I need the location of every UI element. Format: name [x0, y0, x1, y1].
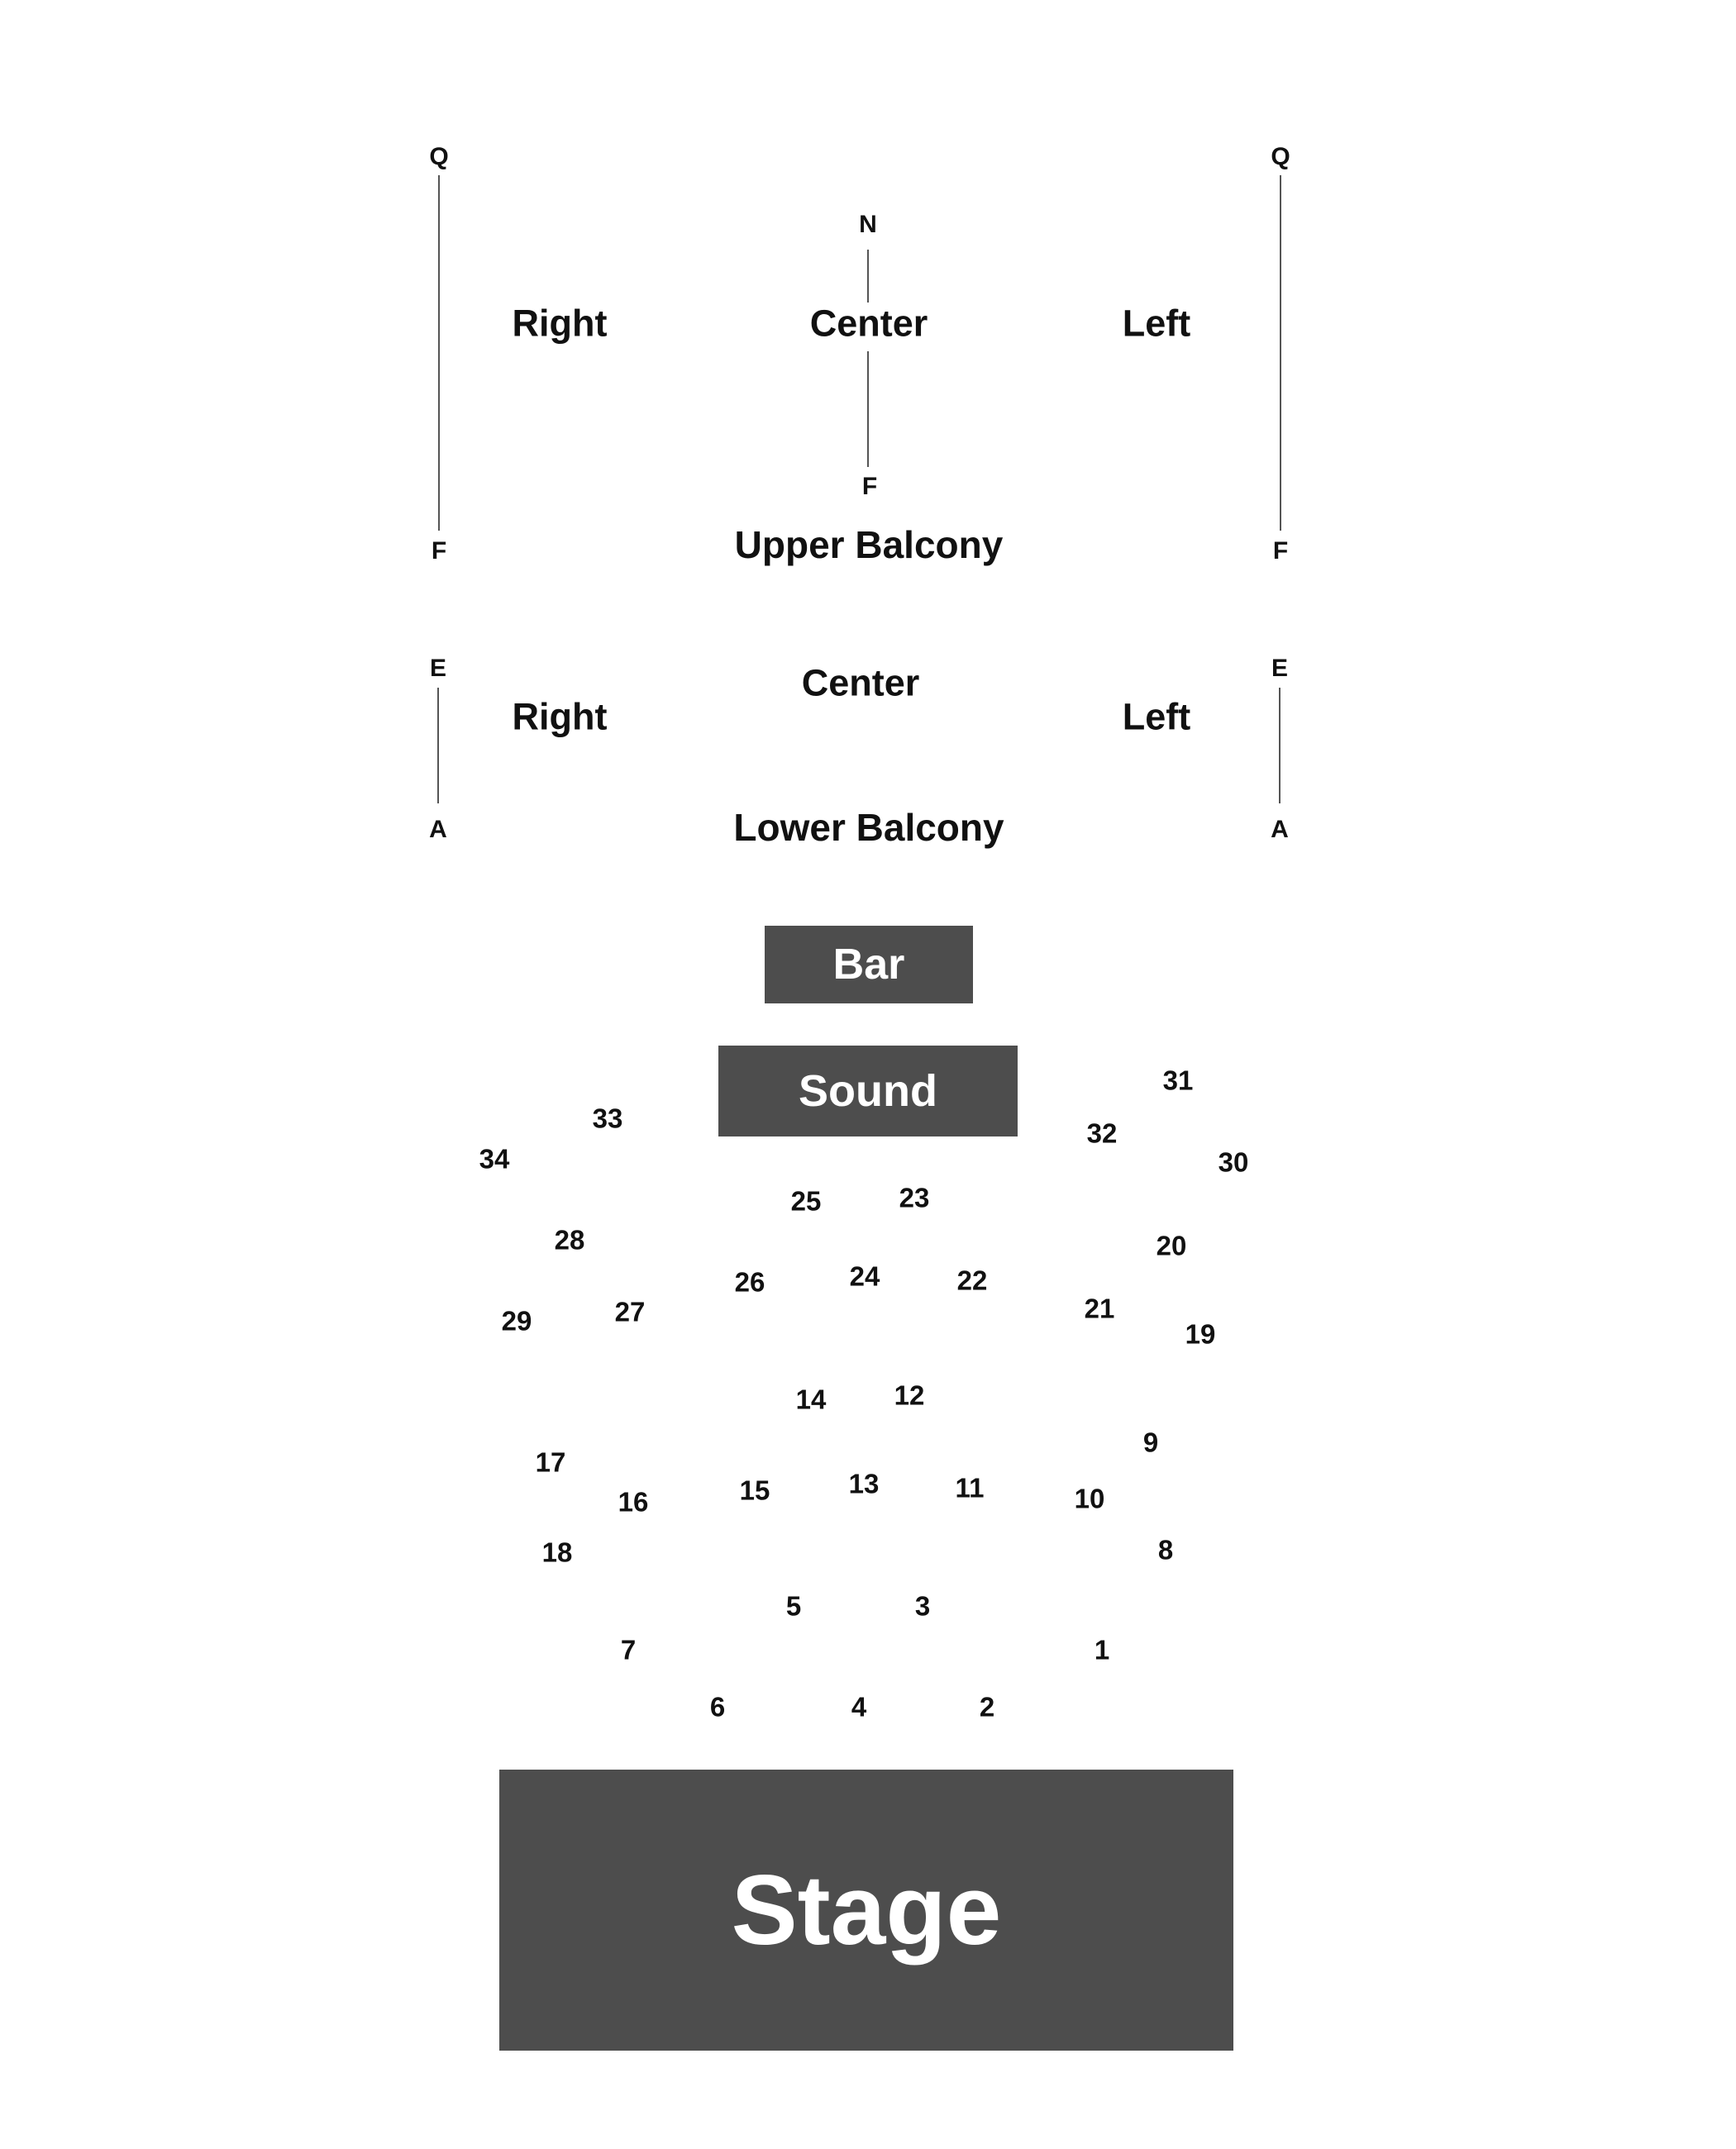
- lower-right-row-top: E: [429, 655, 447, 682]
- table-3[interactable]: 3: [914, 1590, 931, 1622]
- table-18[interactable]: 18: [541, 1537, 573, 1568]
- upper-right-row-line: [438, 175, 440, 531]
- upper-left-row-top: Q: [1271, 143, 1290, 170]
- lower-left-row-top: E: [1271, 655, 1289, 682]
- stage-label: Stage: [731, 1855, 1002, 1966]
- upper-left-row-bottom: F: [1272, 537, 1289, 565]
- upper-right-row-top: Q: [429, 143, 449, 170]
- table-19[interactable]: 19: [1185, 1318, 1216, 1350]
- table-9[interactable]: 9: [1142, 1427, 1159, 1458]
- table-27[interactable]: 27: [614, 1296, 646, 1327]
- lower-right-row-line: [437, 688, 439, 803]
- sound-label: Sound: [799, 1066, 937, 1116]
- upper-center-row-line-top: [867, 250, 869, 303]
- table-2[interactable]: 2: [979, 1691, 995, 1723]
- table-15[interactable]: 15: [739, 1475, 770, 1506]
- upper-balcony-title: Upper Balcony: [734, 523, 1004, 566]
- table-16[interactable]: 16: [618, 1486, 649, 1518]
- table-29[interactable]: 29: [501, 1305, 532, 1337]
- table-1[interactable]: 1: [1094, 1634, 1110, 1665]
- upper-center-row-top: N: [859, 211, 877, 238]
- stage: Stage: [499, 1770, 1233, 2051]
- table-4[interactable]: 4: [851, 1691, 867, 1723]
- upper-left-section[interactable]: Left: [1122, 302, 1191, 345]
- table-17[interactable]: 17: [535, 1446, 566, 1478]
- upper-center-row-bottom: F: [861, 473, 878, 500]
- sound-booth: Sound: [718, 1046, 1018, 1136]
- table-8[interactable]: 8: [1157, 1534, 1174, 1565]
- table-32[interactable]: 32: [1086, 1117, 1118, 1149]
- table-33[interactable]: 33: [592, 1103, 623, 1134]
- lower-right-row-bottom: A: [429, 816, 447, 843]
- table-23[interactable]: 23: [899, 1182, 930, 1213]
- table-25[interactable]: 25: [790, 1185, 822, 1217]
- table-26[interactable]: 26: [734, 1266, 765, 1298]
- table-10[interactable]: 10: [1074, 1483, 1105, 1514]
- upper-right-section[interactable]: Right: [512, 302, 608, 345]
- table-34[interactable]: 34: [479, 1143, 510, 1175]
- table-7[interactable]: 7: [620, 1634, 637, 1665]
- table-30[interactable]: 30: [1218, 1146, 1249, 1178]
- table-31[interactable]: 31: [1162, 1065, 1194, 1096]
- table-22[interactable]: 22: [956, 1265, 988, 1296]
- bar-area: Bar: [765, 926, 973, 1003]
- upper-center-row-line-bottom: [867, 351, 869, 467]
- lower-center-section[interactable]: Center: [801, 661, 920, 704]
- lower-left-section[interactable]: Left: [1122, 695, 1191, 738]
- upper-left-row-line: [1280, 175, 1281, 531]
- table-20[interactable]: 20: [1156, 1230, 1187, 1261]
- table-14[interactable]: 14: [795, 1384, 827, 1415]
- lower-balcony-title: Lower Balcony: [733, 806, 1004, 849]
- lower-right-section[interactable]: Right: [512, 695, 608, 738]
- upper-right-row-bottom: F: [431, 537, 447, 565]
- table-24[interactable]: 24: [849, 1260, 880, 1292]
- table-5[interactable]: 5: [785, 1590, 802, 1622]
- lower-left-row-bottom: A: [1271, 816, 1289, 843]
- table-21[interactable]: 21: [1084, 1293, 1115, 1324]
- table-6[interactable]: 6: [709, 1691, 726, 1723]
- table-13[interactable]: 13: [848, 1468, 880, 1499]
- table-12[interactable]: 12: [894, 1379, 925, 1411]
- upper-center-section[interactable]: Center: [809, 302, 928, 345]
- bar-label: Bar: [832, 941, 905, 989]
- lower-left-row-line: [1279, 688, 1281, 803]
- table-11[interactable]: 11: [955, 1472, 985, 1503]
- table-28[interactable]: 28: [554, 1224, 585, 1256]
